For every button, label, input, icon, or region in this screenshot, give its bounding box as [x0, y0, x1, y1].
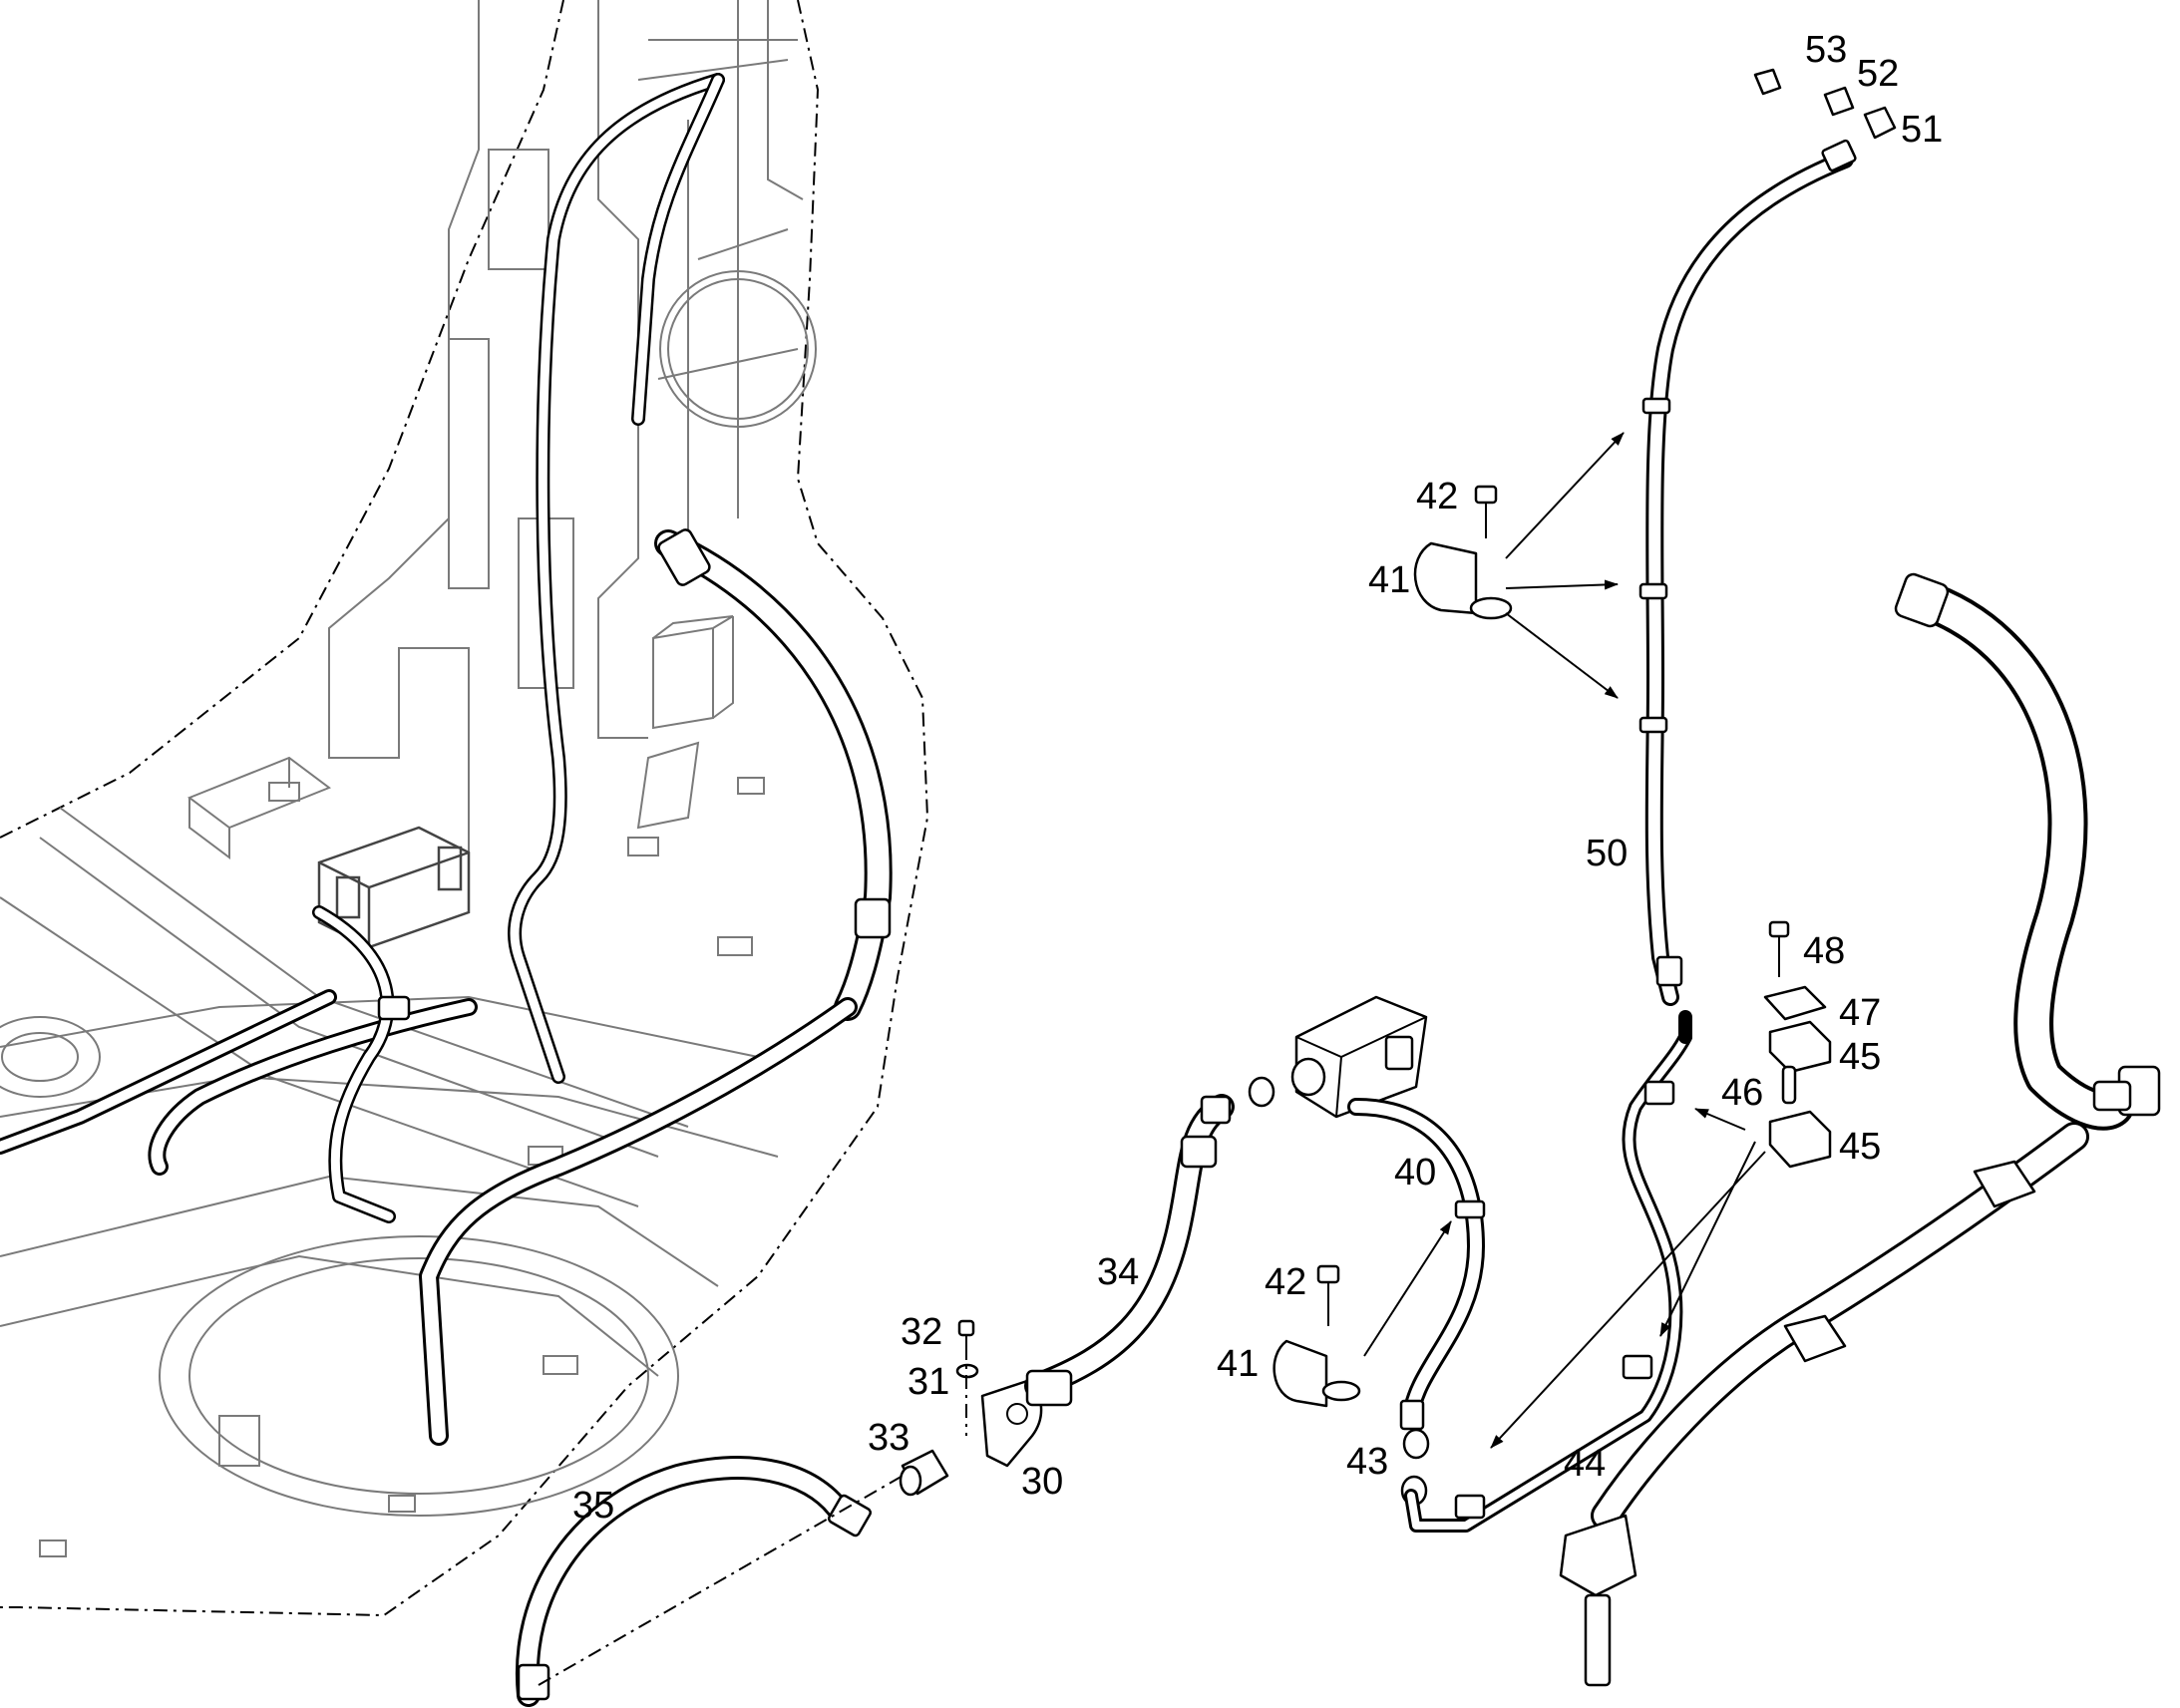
- callout-42-upper: 42: [1416, 476, 1458, 517]
- leader-arrows: [1363, 432, 1766, 1449]
- upper-panel-left: [328, 0, 480, 867]
- callout-41-upper: 41: [1368, 559, 1410, 601]
- upper-panel-right: [637, 0, 804, 380]
- callout-48: 48: [1803, 930, 1845, 972]
- clip-41-lower: [1272, 1339, 1361, 1408]
- left-hub-inner: [1, 1032, 79, 1082]
- pin-46: [1781, 1065, 1797, 1105]
- hose-50: [1638, 139, 1857, 1006]
- wedge-block: [636, 741, 700, 830]
- bolt-48: [1768, 920, 1790, 977]
- callout-42-lower: 42: [1265, 1261, 1306, 1303]
- callout-51: 51: [1901, 109, 1943, 151]
- panel-cutout-2: [448, 338, 490, 589]
- callout-45-lower: 45: [1839, 1126, 1881, 1168]
- fitting-51: [1863, 106, 1897, 140]
- callout-35: 35: [572, 1485, 614, 1527]
- tube-44: [1404, 1010, 1692, 1533]
- bolt-42-lower: [1316, 1264, 1340, 1326]
- callout-31: 31: [908, 1361, 949, 1403]
- callout-33: 33: [868, 1417, 909, 1459]
- mounting-tabs: [39, 777, 765, 1557]
- callout-50: 50: [1586, 833, 1628, 874]
- fitting-33: [899, 1449, 949, 1497]
- clamp-45-upper: [1768, 1020, 1832, 1074]
- large-hose-right: [1894, 572, 2161, 1131]
- valve-assembly: [1290, 995, 1428, 1119]
- callout-45-upper: 45: [1839, 1036, 1881, 1078]
- callout-30: 30: [1021, 1461, 1063, 1503]
- frame-boundary-line: [0, 0, 929, 1617]
- machine-frame: [0, 0, 929, 1617]
- upper-panel-mid: [597, 0, 739, 739]
- hose-40: [1347, 1098, 1486, 1431]
- callout-34: 34: [1097, 1251, 1139, 1293]
- rigid-tube-right: [1559, 1122, 2089, 1687]
- pump-assembly: [317, 826, 471, 949]
- callout-40: 40: [1394, 1152, 1436, 1194]
- callout-41-lower: 41: [1217, 1343, 1259, 1385]
- center-block: [652, 615, 734, 730]
- callout-53: 53: [1805, 29, 1847, 71]
- fitting-52: [1823, 86, 1855, 117]
- callout-47: 47: [1839, 992, 1881, 1034]
- callout-labels: 30 31 32 33 34 35 40 41 41 42 42 43 44 4…: [572, 29, 1943, 1527]
- callout-46: 46: [1721, 1072, 1763, 1114]
- round-access-panel: [659, 270, 817, 428]
- valve-fitting: [1248, 1076, 1275, 1108]
- hose-35: [515, 1456, 873, 1707]
- fitting-53: [1753, 68, 1782, 96]
- plate-47: [1763, 985, 1827, 1021]
- hose-34: [1024, 1094, 1235, 1407]
- callout-43: 43: [1346, 1441, 1388, 1483]
- left-hub: [0, 1016, 101, 1098]
- hose-35-alignment-line: [538, 1455, 938, 1686]
- round-access-panel-inner: [667, 278, 809, 420]
- lower-oval-opening-inner: [188, 1257, 649, 1495]
- callout-52: 52: [1857, 53, 1899, 95]
- callout-44: 44: [1564, 1443, 1606, 1485]
- panel-cutout-1: [488, 149, 549, 270]
- callout-32: 32: [901, 1311, 942, 1353]
- clamp-45-lower: [1768, 1110, 1832, 1169]
- left-control-block: [186, 756, 332, 859]
- lower-oval-opening: [159, 1235, 679, 1517]
- bolt-42-upper: [1474, 485, 1498, 538]
- clip-41-upper: [1413, 541, 1513, 620]
- installed-hoses: [0, 73, 893, 1446]
